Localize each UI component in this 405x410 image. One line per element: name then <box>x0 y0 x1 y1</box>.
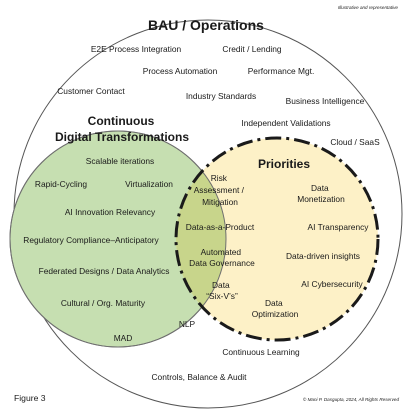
bau-item: Continuous Learning <box>222 347 300 357</box>
cdt-circle-outline <box>9 130 227 348</box>
priorities-outline <box>174 136 380 342</box>
cdt-item: AI Innovation Relevancy <box>65 207 156 217</box>
bau-title: BAU / Operations <box>148 17 264 33</box>
priorities-title: Priorities <box>258 157 310 171</box>
cdt-item: Regulatory Compliance–Anticipatory <box>23 235 159 245</box>
cdt-item: Virtualization <box>125 179 173 189</box>
bau-item: Business Intelligence <box>286 96 365 106</box>
cdt-item: Rapid-Cycling <box>35 179 87 189</box>
overlap-item-data-product: Data-as-a-Product <box>186 222 255 232</box>
cdt-item: MAD <box>114 333 133 343</box>
priorities-item: AI Cybersecurity <box>301 279 363 289</box>
overlap-item-governance: Automated Data Governance <box>189 247 255 268</box>
overlap-item-risk: Risk Assessment / Mitigation <box>194 173 247 207</box>
cdt-title: Continuous <box>88 114 155 128</box>
cdt-title: Digital Transformations <box>55 130 189 144</box>
header-note: Illustrative and representative <box>338 5 398 10</box>
priorities-circle <box>176 138 378 340</box>
bau-item: Controls, Balance & Audit <box>152 372 248 382</box>
cdt-item: NLP <box>179 319 196 329</box>
cdt-item: Cultural / Org. Maturity <box>61 298 146 308</box>
bau-item: E2E Process Integration <box>91 44 182 54</box>
bau-item: Industry Standards <box>186 91 256 101</box>
priorities-item: Data Monetization <box>297 183 345 204</box>
priorities-item: Data-driven insights <box>286 251 360 261</box>
cdt-item: Federated Designs / Data Analytics <box>39 266 170 276</box>
priorities-item: Data Optimization <box>252 298 299 319</box>
figure-label: Figure 3 <box>14 393 46 403</box>
overlap-item-six-vs: Data “Six-V’s” <box>206 280 238 301</box>
bau-item: Customer Contact <box>57 86 125 96</box>
priorities-item: AI Transparency <box>308 222 370 232</box>
bau-item: Process Automation <box>143 66 218 76</box>
bau-item: Cloud / SaaS <box>330 137 380 147</box>
cdt-item: Scalable iterations <box>86 156 154 166</box>
bau-item: Independent Validations <box>241 118 330 128</box>
bau-item: Performance Mgt. <box>248 66 315 76</box>
copyright-note: © Mani P. Dasgupta, 2024, All Rights Res… <box>303 396 400 402</box>
bau-item: Credit / Lending <box>222 44 281 54</box>
